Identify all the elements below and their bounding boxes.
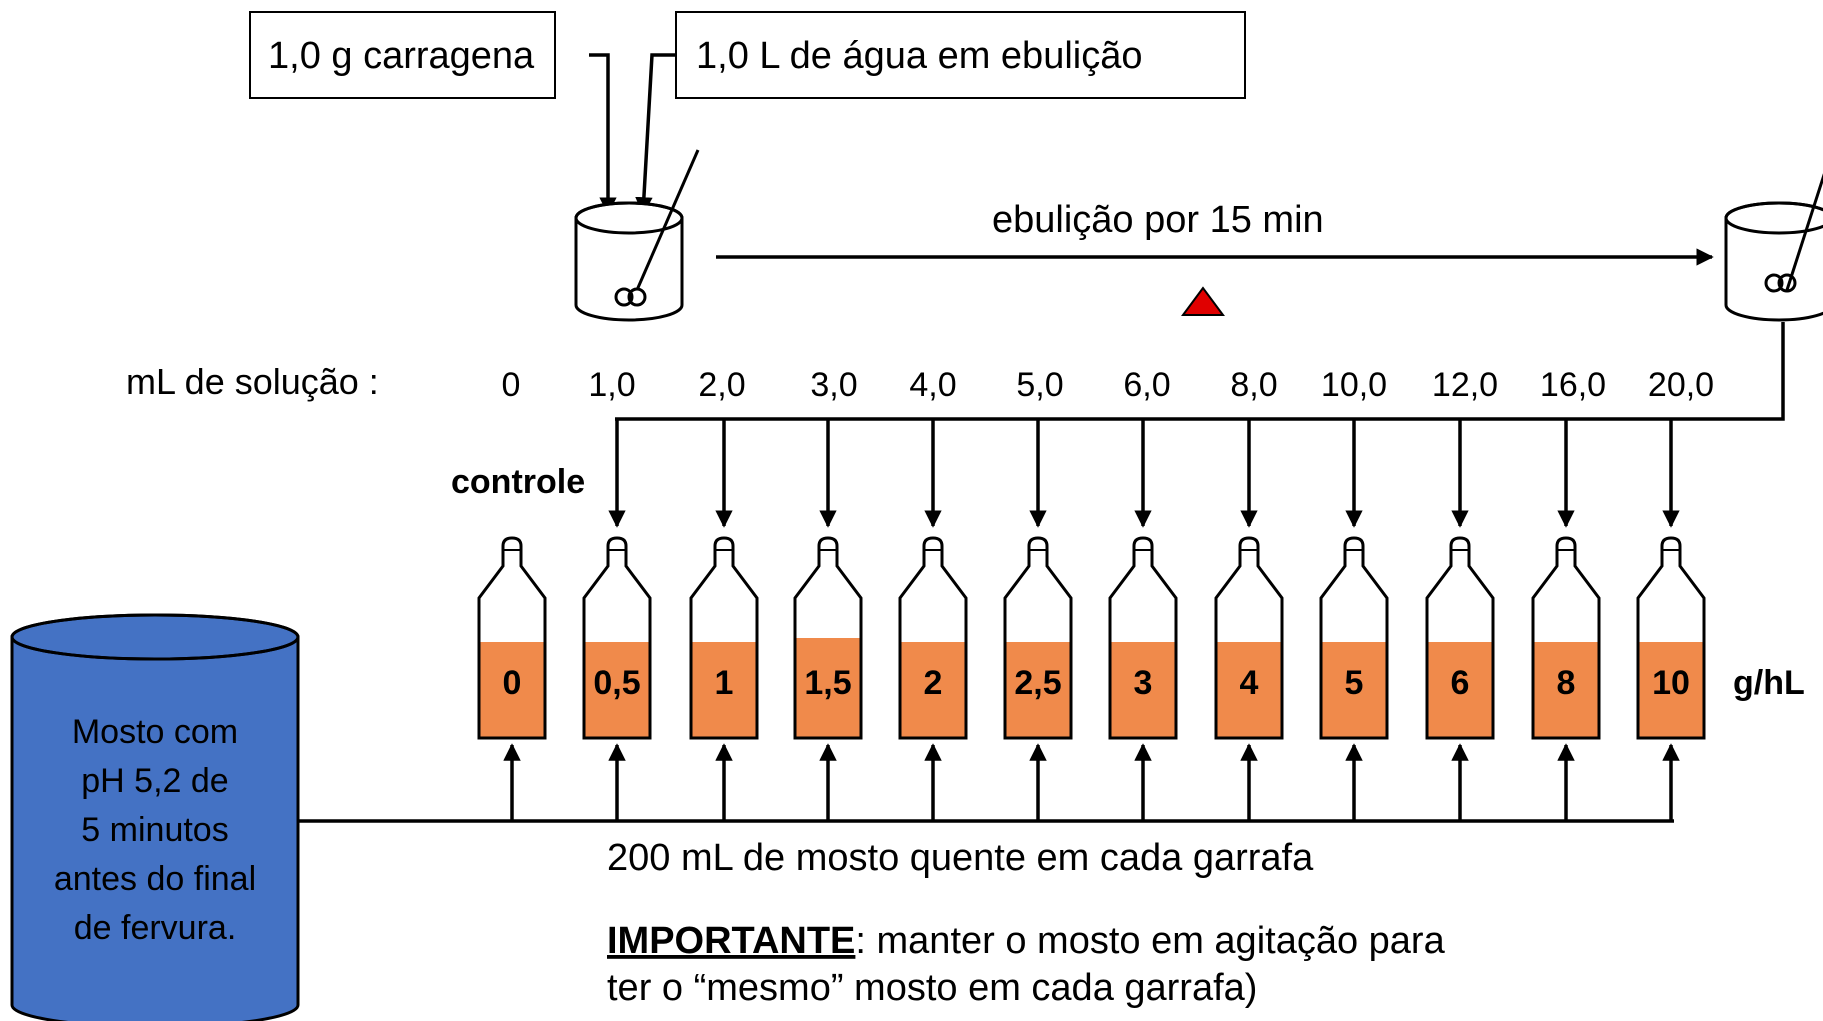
bottle: 4 [1214,536,1284,740]
bottle-dose-label: 5 [1345,664,1364,702]
wort-tank [10,613,300,1021]
solution-volume-labels: 0 1,0 2,0 3,0 4,0 5,0 6,0 8,0 10,0 12,0 16,0 20,0 [502,366,1715,404]
tank-text-line: Mosto com [72,713,238,751]
bottle: 2,5 [1003,536,1073,740]
tank-text-line: de fervura. [74,909,237,947]
bottle-liquid [1110,642,1176,738]
bottle-outline [582,536,652,740]
solution-volume-value: 3,0 [810,366,857,404]
bottle-dose-label: 1 [715,664,734,702]
bottle: 0,5 [582,536,652,740]
carrageenan-label: 1,0 g carragena [268,35,535,77]
solution-manifold [615,322,1785,421]
bottle: 6 [1425,536,1495,740]
water-box [675,11,1246,99]
bottle: 1,5 [793,536,863,740]
bottle-liquid [1427,642,1493,738]
solution-volume-value: 8,0 [1230,366,1277,404]
bottle-outline [1214,536,1284,740]
bottle-dose-label: 4 [1240,664,1259,702]
bottle-dose-label: 0,5 [593,664,640,702]
bottle-liquid [900,642,966,738]
dose-unit-label: g/hL [1733,664,1805,702]
solution-volume-value: 10,0 [1321,366,1387,404]
bottle-dose-label: 8 [1557,664,1576,702]
bottle-outline [477,536,547,740]
bottle-liquid [795,638,861,738]
important-note-line2: ter o “mesmo” mosto em cada garrafa) [607,967,1257,1009]
carrageenan-feed-line [589,53,617,215]
boil-label: ebulição por 15 min [992,199,1324,241]
tank-text-line: antes do final [54,860,256,898]
bottle-outline [1531,536,1601,740]
bottle-dose-label: 10 [1652,664,1690,702]
water-label: 1,0 L de água em ebulição [696,35,1142,77]
tank-text: Mosto com pH 5,2 de 5 minutos antes do fina… [54,713,256,947]
bottle-row: 0 0,5 1 1,5 2 2,5 3 4 5 6 8 10 [477,536,1706,740]
bottle: 5 [1319,536,1389,740]
bottle-outline [1319,536,1389,740]
solution-volume-value: 6,0 [1123,366,1170,404]
bottle-dose-label: 2 [924,664,943,702]
wort-label: 200 mL de mosto quente em cada garrafa [607,837,1314,879]
bottle-outline [1003,536,1073,740]
important-note-line1: : manter o mosto em agitação para [855,920,1445,962]
solution-volume-value: 5,0 [1016,366,1063,404]
heat-icon [1181,286,1225,316]
bottle: 2 [898,536,968,740]
bottle-outline [793,536,863,740]
bottle-liquid [1533,642,1599,738]
bottle-dose-label: 0 [503,664,522,702]
bottle: 8 [1531,536,1601,740]
beaker-end [1724,173,1823,322]
carrageenan-box [249,11,556,99]
bottle: 0 [477,536,547,740]
bottle-dose-label: 1,5 [804,664,851,702]
solution-volume-value: 20,0 [1648,366,1714,404]
bottle-outline [1108,536,1178,740]
control-label: controle [451,463,585,501]
tank-text-line: 5 minutos [81,811,228,849]
bottle-liquid [1638,642,1704,738]
solution-volume-value: 12,0 [1432,366,1498,404]
solution-volume-value: 2,0 [698,366,745,404]
water-feed-line [635,53,676,215]
bottle-liquid [584,642,650,738]
bottle-dose-label: 3 [1134,664,1153,702]
bottle-liquid [1005,642,1071,738]
solution-volume-value: 0 [502,366,521,404]
bottle-liquid [1216,642,1282,738]
solution-drop-arrows [608,419,1680,528]
solution-volume-value: 16,0 [1540,366,1606,404]
solution-label: mL de solução : [126,361,379,402]
bottle: 1 [689,536,759,740]
beaker-start [574,149,700,322]
bottle-outline [689,536,759,740]
bottle-outline [1425,536,1495,740]
bottle: 10 [1636,536,1706,740]
wort-feed-arrows [503,743,1680,821]
solution-volume-value: 1,0 [588,366,635,404]
bottle-outline [1636,536,1706,740]
bottle-dose-label: 6 [1451,664,1470,702]
bottle-liquid [691,642,757,738]
bottle-liquid [1321,642,1387,738]
bottle: 3 [1108,536,1178,740]
bottle-liquid [479,642,545,738]
bottle-outline [898,536,968,740]
important-note: IMPORTANTE: manter o mosto em agitação p… [607,920,1446,962]
important-keyword: IMPORTANTE [607,920,855,962]
bottle-dose-label: 2,5 [1014,664,1061,702]
solution-volume-value: 4,0 [909,366,956,404]
tank-text-line: pH 5,2 de [81,762,228,800]
